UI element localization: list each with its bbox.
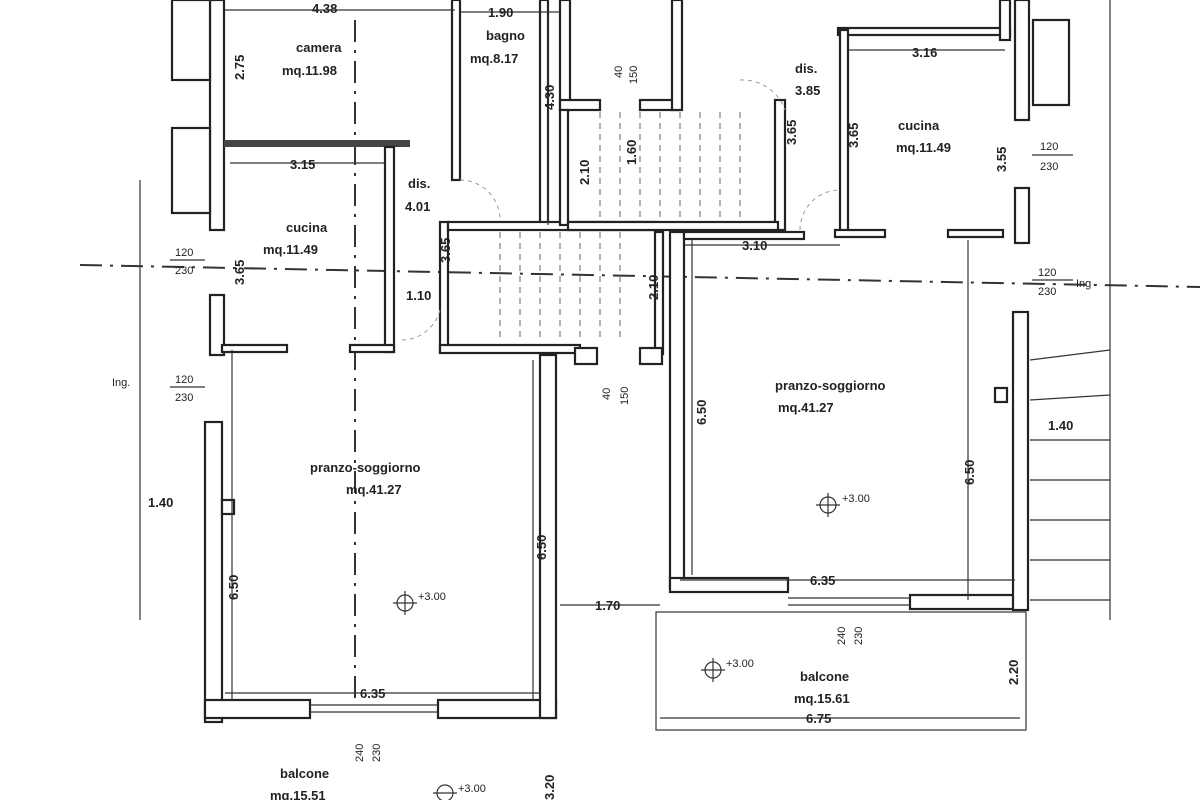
window-kitchen-right-top: 120 xyxy=(1040,141,1058,153)
entrance-bottom: 230 xyxy=(175,392,193,404)
level-marker-right-balcone xyxy=(701,658,725,682)
left-unit-walls xyxy=(170,0,787,724)
dim-cucina-height: 3.65 xyxy=(232,260,247,285)
level-marker-left-balcone xyxy=(433,784,457,800)
dim-stair-height-1: 2.10 xyxy=(577,160,592,185)
entrance-right-bottom: 230 xyxy=(1038,286,1056,298)
entrance-label-left: Ing. xyxy=(112,377,130,389)
dim-ext-right: 1.40 xyxy=(1048,418,1073,433)
window-kitchen-top: 120 xyxy=(175,247,193,259)
dim-cucina-right-width: 3.16 xyxy=(912,45,937,60)
room-cucina-name: cucina xyxy=(286,220,328,235)
dim-cucina-width: 3.15 xyxy=(290,157,315,172)
level-right-balcone: +3.00 xyxy=(726,658,754,670)
room-bagno-area: mq.8.17 xyxy=(470,51,518,66)
room-camera-name: camera xyxy=(296,40,342,55)
dim-pranzo-width: 6.35 xyxy=(360,686,385,701)
room-cucina-right-area: mq.11.49 xyxy=(896,140,951,155)
room-balcone-right-area: mq.15.61 xyxy=(794,691,850,706)
balcony-door-right-top: 240 xyxy=(836,627,848,645)
level-right: +3.00 xyxy=(842,493,870,505)
dim-bagno-height: 4.30 xyxy=(542,85,557,110)
dim-ext-left: 1.40 xyxy=(148,495,173,510)
window-top-top: 40 xyxy=(613,66,625,78)
dim-camera-height: 2.75 xyxy=(232,55,247,80)
room-balcone-right-name: balcone xyxy=(800,669,849,684)
dim-pranzo-height-left: 6.50 xyxy=(226,575,241,600)
balcony-door-right-bottom: 230 xyxy=(853,627,865,645)
dim-gap: 1.70 xyxy=(595,598,620,613)
stairs xyxy=(399,79,841,341)
room-cucina-area: mq.11.49 xyxy=(263,242,318,257)
entrance-label-right: Ing xyxy=(1076,278,1091,290)
balcony-door-bottom: 230 xyxy=(371,744,383,762)
room-pranzo-right-area: mq.41.27 xyxy=(778,400,834,415)
entrance-right-top: 120 xyxy=(1038,267,1056,279)
dim-cucina-right-height-left: 3.65 xyxy=(846,123,861,148)
room-bagno-name: bagno xyxy=(486,28,525,43)
dim-pranzo-right-height-right: 6.50 xyxy=(962,460,977,485)
level-left-balcone: +3.00 xyxy=(458,783,486,795)
level-left: +3.00 xyxy=(418,591,446,603)
dim-stair-depth: 1.60 xyxy=(624,140,639,165)
room-dis-right-name: dis. xyxy=(795,61,817,76)
dim-bagno-width: 1.90 xyxy=(488,5,513,20)
room-dis-right-area: 3.85 xyxy=(795,83,820,98)
room-cucina-right-name: cucina xyxy=(898,118,940,133)
window-kitchen-right-bottom: 230 xyxy=(1040,161,1058,173)
room-balcone-name: balcone xyxy=(280,766,329,781)
dim-camera-width: 4.38 xyxy=(312,1,337,16)
dim-pranzo-right-width: 6.35 xyxy=(810,573,835,588)
dim-dis-right-width: 3.10 xyxy=(742,238,767,253)
dim-pranzo-right-height-left: 6.50 xyxy=(694,400,709,425)
dim-stair-height-2: 2.10 xyxy=(646,275,661,300)
dim-balcone-height: 3.20 xyxy=(542,775,557,800)
window-stair-bottom: 150 xyxy=(619,387,631,405)
room-pranzo-area: mq.41.27 xyxy=(346,482,402,497)
level-marker-right xyxy=(816,493,840,517)
room-dis-name: dis. xyxy=(408,176,430,191)
dim-pranzo-height-right: 6.50 xyxy=(534,535,549,560)
window-stair-top: 40 xyxy=(601,388,613,400)
balcony-door-top: 240 xyxy=(354,744,366,762)
entrance-top: 120 xyxy=(175,374,193,386)
dim-balcone-right-width: 6.75 xyxy=(806,711,831,726)
room-pranzo-right-name: pranzo-soggiorno xyxy=(775,378,886,393)
dim-stair-right: 3.65 xyxy=(784,120,799,145)
window-kitchen-bottom: 230 xyxy=(175,265,193,277)
level-marker-left xyxy=(393,591,417,615)
dim-dis-width: 1.10 xyxy=(406,288,431,303)
right-unit-walls xyxy=(220,0,1111,731)
section-line xyxy=(79,264,1200,288)
dim-cucina-right-height-right: 3.55 xyxy=(994,147,1009,172)
room-camera-area: mq.11.98 xyxy=(282,63,337,78)
window-top-bottom: 150 xyxy=(628,66,640,84)
dimension-lines xyxy=(225,9,1020,719)
dim-balcone-right-height: 2.20 xyxy=(1006,660,1021,685)
room-pranzo-name: pranzo-soggiorno xyxy=(310,460,421,475)
room-dis-area: 4.01 xyxy=(405,199,430,214)
room-balcone-area: mq.15.51 xyxy=(270,788,326,800)
dim-dis-height: 3.65 xyxy=(438,238,453,263)
